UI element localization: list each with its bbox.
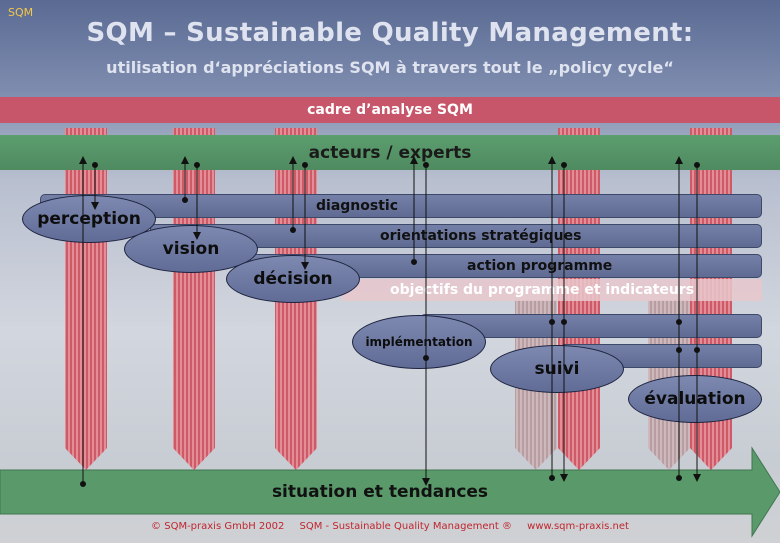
action-programme-label: action programme — [467, 258, 613, 274]
analysis-frame-label: cadre d’analyse SQM — [307, 102, 473, 118]
analysis-frame-band: cadre d’analyse SQM — [0, 97, 780, 123]
implementation-label: implémentation — [365, 335, 473, 349]
footer-product-name: SQM - Sustainable Quality Management ® — [299, 521, 512, 532]
connector-vision — [181, 156, 201, 240]
decision-label: décision — [253, 269, 333, 289]
evaluation-label: évaluation — [644, 389, 746, 409]
orientations-label: orientations stratégiques — [380, 228, 582, 244]
connector-implementation — [410, 156, 430, 486]
decision-ellipse: décision — [226, 255, 360, 303]
situation-label: situation et tendances — [271, 482, 489, 502]
footer-copyright: © SQM-praxis GmbH 2002 — [151, 521, 285, 532]
actors-label: acteurs / experts — [308, 143, 472, 163]
footer: © SQM-praxis GmbH 2002 SQM - Sustainable… — [0, 521, 780, 532]
connector-decision — [289, 156, 309, 270]
evaluation-ellipse: évaluation — [628, 375, 762, 423]
page-subtitle: utilisation d‘appréciations SQM à traver… — [106, 58, 674, 77]
suivi-label: suivi — [534, 359, 580, 379]
diagnostic-label: diagnostic — [316, 198, 398, 214]
perception-label: perception — [37, 209, 141, 229]
vision-ellipse: vision — [124, 225, 258, 273]
actors-band: acteurs / experts — [0, 135, 780, 170]
connector-suivi — [548, 156, 568, 482]
diagnostic-bar — [40, 194, 762, 218]
connector-perception — [79, 156, 99, 487]
vision-label: vision — [162, 239, 220, 259]
page-title: SQM – Sustainable Quality Management: — [86, 18, 694, 48]
footer-website-link[interactable]: www.sqm-praxis.net — [527, 521, 629, 532]
objectives-label: objectifs du programme et indicateurs — [390, 282, 695, 298]
implementation-ellipse: implémentation — [352, 315, 486, 369]
perception-ellipse: perception — [22, 195, 156, 243]
sqm-logo: SQM — [8, 6, 34, 19]
suivi-ellipse: suivi — [490, 345, 624, 393]
bottom-green-arrow — [0, 446, 780, 538]
connector-evaluation — [675, 156, 701, 482]
